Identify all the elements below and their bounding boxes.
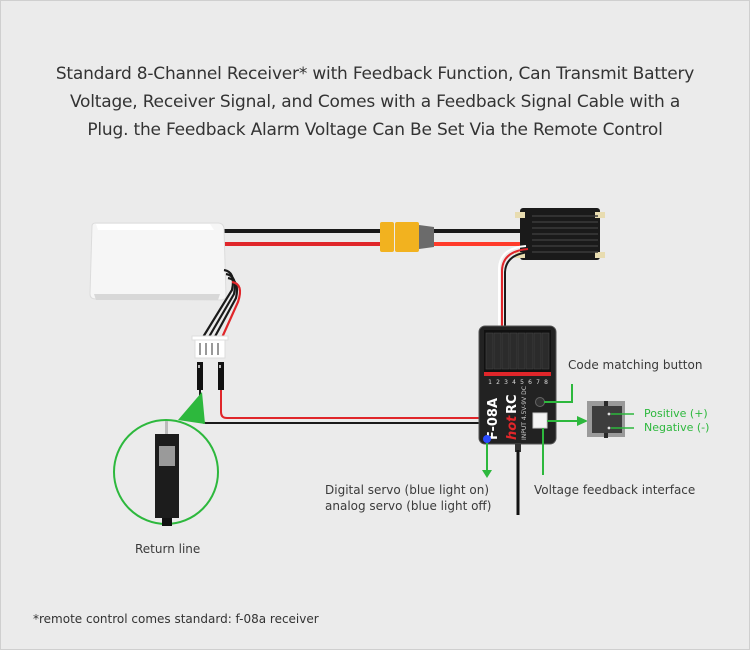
main-power-wires: [222, 229, 522, 246]
negative-label: Negative (-): [644, 421, 710, 434]
brand-prefix: hot: [505, 415, 520, 440]
return-line-label: Return line: [135, 542, 201, 556]
arrow-down-icon: [482, 470, 492, 478]
return-line-magnifier: [113, 392, 219, 526]
polarity-pointers: [611, 413, 634, 429]
headline-line-2: Voltage, Receiver Signal, and Comes with…: [69, 92, 681, 112]
channel-8: 8: [544, 379, 548, 386]
arrow-right-icon: [577, 416, 588, 426]
channel-5: 5: [520, 379, 524, 386]
code-matching-label: Code matching button: [568, 358, 703, 372]
channel-labels: 1 2 3 4 5 6 7 8: [488, 379, 548, 386]
headline-line-1: Standard 8-Channel Receiver* with Feedba…: [55, 64, 695, 84]
feedback-port: [532, 412, 548, 429]
channel-4: 4: [512, 379, 516, 386]
footnote: *remote control comes standard: f-08a re…: [33, 612, 319, 626]
xt60-connector: [380, 222, 434, 252]
channel-6: 6: [528, 379, 532, 386]
brand-suffix: RC: [505, 394, 520, 414]
esc: [515, 208, 605, 260]
receiver-input-rating: INPUT 4.5V-9V DC: [521, 386, 528, 440]
channel-1: 1: [488, 379, 492, 386]
balance-connector: [191, 335, 229, 390]
receiver-model: F-08A: [486, 398, 501, 440]
receiver-pin-header: [485, 332, 550, 370]
receiver-brand: hot RC: [505, 394, 520, 440]
channel-3: 3: [504, 379, 508, 386]
servo-mode-label-line-2: analog servo (blue light off): [325, 499, 492, 513]
headline-line-3: Plug. the Feedback Alarm Voltage Can Be …: [87, 120, 663, 140]
status-led-blue: [483, 435, 491, 443]
headline: Standard 8-Channel Receiver* with Feedba…: [20, 60, 730, 144]
servo-mode-label-line-1: Digital servo (blue light on): [325, 483, 490, 497]
positive-label: Positive (+): [644, 407, 708, 420]
voltage-feedback-label: Voltage feedback interface: [534, 483, 696, 497]
lipo-battery: [89, 222, 227, 301]
code-button-pointer: [544, 384, 573, 403]
feedback-plug: [587, 401, 625, 438]
balance-lead: [199, 268, 242, 343]
code-matching-button[interactable]: [535, 397, 545, 407]
magnifier-pointer-icon: [178, 392, 205, 424]
annotation-lines: [486, 384, 578, 475]
esc-signal-lead: [498, 245, 531, 352]
receiver: 1 2 3 4 5 6 7 8 F-08A hot RC INPUT 4.5V-…: [478, 325, 557, 452]
channel-7: 7: [536, 379, 540, 386]
channel-2: 2: [496, 379, 500, 386]
